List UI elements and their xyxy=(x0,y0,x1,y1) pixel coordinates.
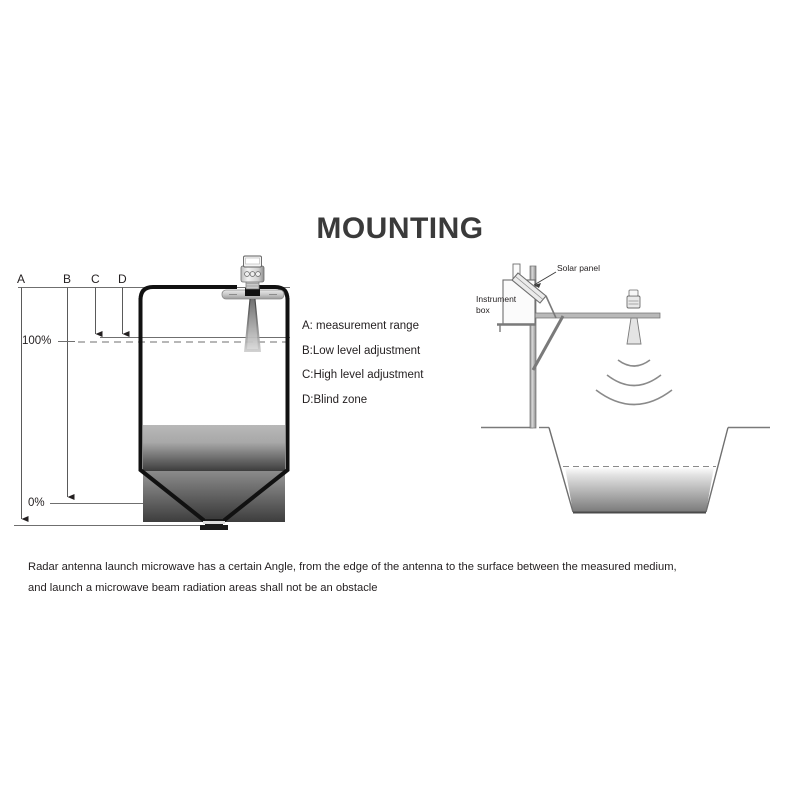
silo-right-wall xyxy=(220,298,290,524)
display-screen xyxy=(245,257,260,265)
open-channel-installation xyxy=(481,263,770,514)
wave-arc-3 xyxy=(595,389,673,406)
dimension-label-c: C xyxy=(91,272,100,286)
dimension-label-d: D xyxy=(118,272,127,286)
radar-beam-inner xyxy=(247,299,258,349)
instrument-box-label-line2: box xyxy=(476,305,490,315)
caption-block: Radar antenna launch microwave has a cer… xyxy=(28,557,768,598)
scale-label-100-percent: 100% xyxy=(22,335,52,347)
boom-arm xyxy=(529,312,661,319)
silo-outlet-gasket xyxy=(203,521,225,524)
silo-outlet-flange xyxy=(200,525,228,530)
page-title: MOUNTING xyxy=(316,212,484,245)
instrument-box-label-line1: Instrument xyxy=(476,294,517,304)
silo-radar-assembly xyxy=(221,255,285,352)
channel-left-bank xyxy=(548,427,574,513)
housing-knob-3 xyxy=(255,271,261,277)
solar-panel-label: Solar panel xyxy=(557,263,601,273)
channel-water-fill xyxy=(565,467,714,512)
legend-item-c: C:High level adjustment xyxy=(302,369,424,381)
silo-vessel xyxy=(138,285,290,530)
solar-panel-strut xyxy=(545,295,557,319)
wave-arc-2 xyxy=(606,374,662,387)
boom-brace xyxy=(531,315,565,371)
process-connection xyxy=(245,288,260,296)
housing-knob-1 xyxy=(244,271,250,277)
dimension-label-b: B xyxy=(63,272,72,286)
solar-panel-leader xyxy=(533,271,557,286)
legend-item-b: B:Low level adjustment xyxy=(302,344,421,357)
silo-top-right-corner xyxy=(262,285,290,301)
horn-antenna xyxy=(626,317,642,345)
legend-item-d: D:Blind zone xyxy=(302,393,368,406)
silo-top-left-corner xyxy=(138,285,178,301)
solar-panel-seam xyxy=(515,276,544,300)
legend-list: A: measurement range B:Low level adjustm… xyxy=(302,320,492,418)
wave-arc-1 xyxy=(617,359,651,367)
caption-line-1: Radar antenna launch microwave has a cer… xyxy=(28,561,677,573)
channel-radar-housing xyxy=(626,295,641,309)
solar-panel-leader-arrow xyxy=(534,283,541,288)
dimension-label-a: A xyxy=(17,272,26,286)
channel-radar-display xyxy=(628,289,639,297)
legend-item-a: A: measurement range xyxy=(302,320,419,332)
radar-beam-cone xyxy=(244,299,261,352)
silo-left-wall xyxy=(138,298,208,524)
scale-label-0-percent: 0% xyxy=(28,497,45,509)
caption-line-2: and launch a microwave beam radiation ar… xyxy=(28,581,378,594)
mounting-pole xyxy=(529,265,537,429)
silo-fill-upper xyxy=(143,425,285,471)
silo-fill-cone xyxy=(143,470,285,519)
channel-right-bank xyxy=(705,427,729,513)
housing-knob-2 xyxy=(249,271,256,277)
